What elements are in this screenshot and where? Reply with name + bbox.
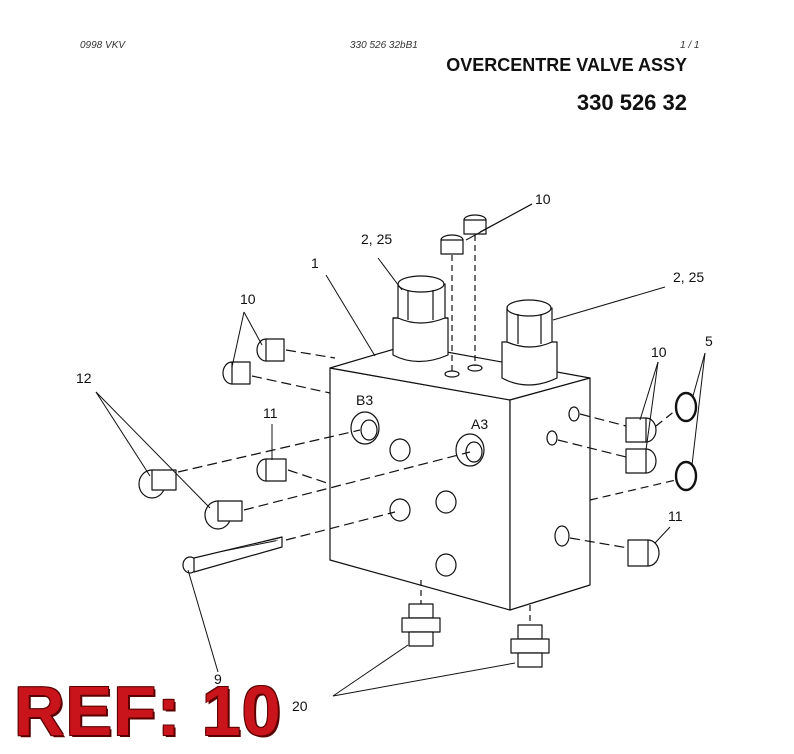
- part-number: 330 526 32: [576, 90, 687, 115]
- right-plugs-10: [557, 413, 657, 474]
- callout-12: 12: [76, 370, 92, 386]
- port-label-b3: B3: [356, 392, 373, 408]
- leader-lines: [95, 203, 706, 697]
- callout-10-right: 10: [651, 344, 667, 360]
- header-drawing-number: 330 526 32bB1: [350, 40, 418, 51]
- right-plug-11: [569, 537, 660, 567]
- header-page-number: 1 / 1: [680, 40, 700, 51]
- left-plugs-10: [222, 338, 336, 394]
- callout-11-left: 11: [263, 405, 278, 421]
- cartridge-left: [392, 275, 449, 363]
- socket-screws-12: [138, 429, 471, 530]
- front-face-ports: [350, 406, 580, 577]
- cartridge-right: [501, 299, 558, 386]
- assembly-title: OVERCENTRE VALVE ASSY: [446, 55, 687, 75]
- header-doc-code: 0998 VKV: [80, 40, 126, 51]
- bottom-adaptors-20: [401, 580, 550, 668]
- callout-9: 9: [214, 671, 222, 687]
- reference-label: REF: 10: [14, 672, 282, 750]
- callout-1: 1: [311, 255, 319, 271]
- callout-2-25-left: 2, 25: [361, 231, 392, 247]
- o-rings-5: [589, 391, 698, 501]
- left-plug-11: [256, 458, 331, 485]
- callout-10-top: 10: [535, 191, 551, 207]
- port-label-a3: A3: [471, 416, 488, 432]
- top-plugs: [440, 214, 487, 378]
- callout-11-right: 11: [668, 508, 683, 524]
- callout-2-25-right: 2, 25: [673, 269, 704, 285]
- long-bolt-9: [182, 511, 396, 574]
- callout-10-left: 10: [240, 291, 256, 307]
- callout-20: 20: [292, 698, 308, 714]
- callout-5: 5: [705, 333, 713, 349]
- valve-block: [329, 344, 591, 611]
